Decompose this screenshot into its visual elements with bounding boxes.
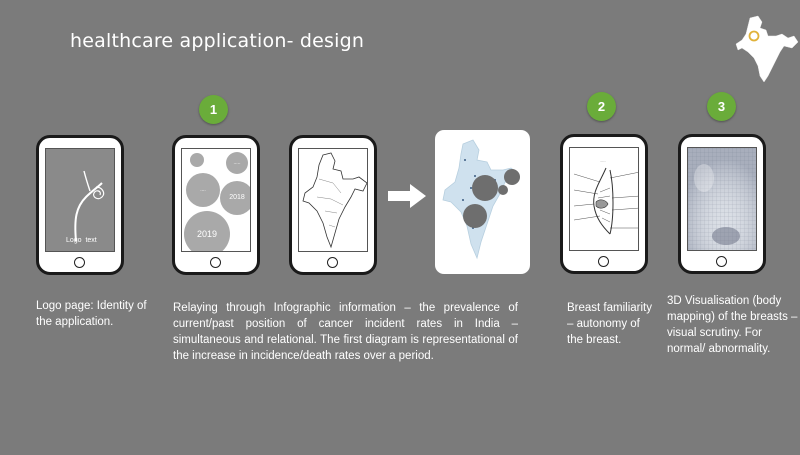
caption-infographic: Relaying through Infographic information… bbox=[173, 302, 518, 362]
tablet-3d-visualisation bbox=[678, 134, 766, 274]
logo-icon bbox=[74, 170, 105, 242]
mesh-screen bbox=[687, 147, 757, 251]
tablet-breast-anatomy: ....... bbox=[560, 134, 648, 274]
home-button bbox=[210, 257, 221, 268]
map-bubble-medium bbox=[463, 204, 487, 228]
tablet-logo-page: Logo text bbox=[36, 135, 124, 275]
tablet-india-map bbox=[289, 135, 377, 275]
slide-title: healthcare application- design bbox=[70, 30, 365, 52]
bubble-small-1 bbox=[190, 153, 204, 167]
bubble-2019: 2019 bbox=[184, 211, 230, 251]
india-map-with-bubbles bbox=[442, 139, 520, 260]
caption-logo-page: Logo page: Identity of the application. bbox=[36, 300, 147, 328]
map-bubbles-card bbox=[435, 130, 530, 274]
home-button bbox=[327, 257, 338, 268]
logo-screen: Logo text bbox=[45, 148, 115, 252]
svg-text:.......: ....... bbox=[600, 159, 606, 163]
logo-text: Logo text bbox=[66, 237, 97, 244]
bubble-small-2: ..... bbox=[226, 152, 248, 174]
map-marker-icon bbox=[748, 30, 760, 42]
step-badge-1: 1 bbox=[199, 95, 228, 124]
arrow-right-icon bbox=[388, 184, 426, 208]
body-mesh-visual bbox=[688, 148, 756, 250]
caption-3d-visualisation: 3D Visualisation (body mapping) of the b… bbox=[667, 295, 798, 355]
home-button bbox=[716, 256, 727, 267]
india-map-icon bbox=[735, 15, 799, 83]
map-bubble-large bbox=[472, 175, 498, 201]
bubbles-screen: ..... .... 2018 2019 bbox=[181, 148, 251, 252]
map-bubble-tiny bbox=[498, 185, 508, 195]
step-badge-3: 3 bbox=[707, 92, 736, 121]
tablet-infographic-bubbles: ..... .... 2018 2019 bbox=[172, 135, 260, 275]
caption-breast-familiarity: Breast familiarity – autonomy of the bre… bbox=[567, 302, 652, 346]
home-button bbox=[74, 257, 85, 268]
map-bubble-small bbox=[504, 169, 520, 185]
step-badge-2: 2 bbox=[587, 92, 616, 121]
map-screen bbox=[298, 148, 368, 252]
breast-anatomy-diagram: ....... bbox=[573, 159, 638, 235]
home-button bbox=[598, 256, 609, 267]
bubble-medium: .... bbox=[186, 173, 220, 207]
india-map-outline bbox=[302, 152, 367, 249]
bubble-2018: 2018 bbox=[220, 181, 250, 215]
anatomy-screen: ....... bbox=[569, 147, 639, 251]
